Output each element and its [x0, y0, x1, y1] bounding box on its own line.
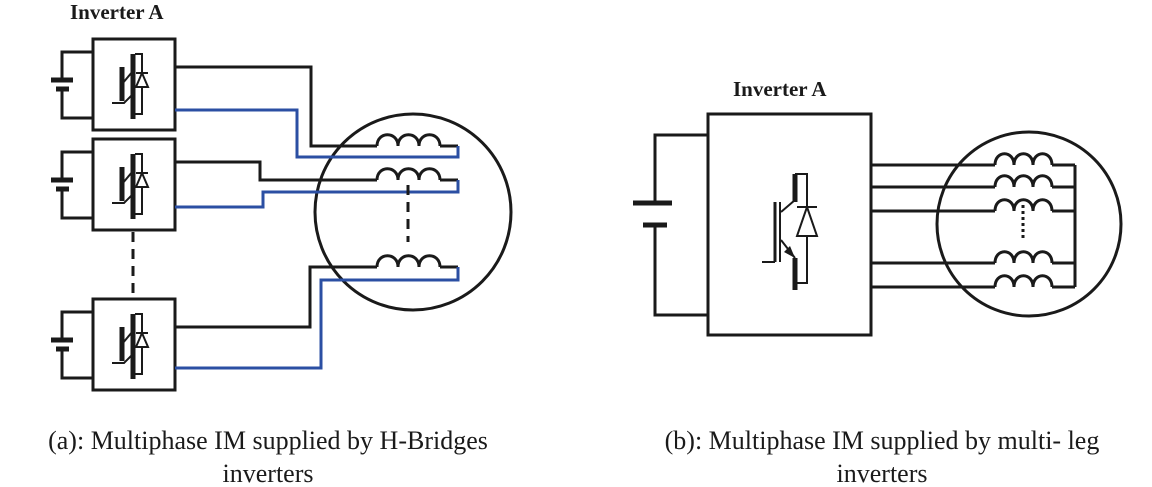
battery-icon: [51, 150, 93, 220]
phase-2-wire: [175, 160, 377, 182]
caption-a-line2: inverters: [223, 459, 314, 487]
igbt-diode-b-icon: [762, 173, 819, 290]
stator-coil-icon: [375, 133, 442, 147]
inverter-box: [91, 137, 177, 232]
stator-coil-icon: [993, 152, 1054, 166]
h-bridge-inverter-2: [51, 137, 177, 232]
igbt-diode-icon: [112, 313, 150, 379]
caption-b-line1: (b): Multiphase IM supplied by multi- le…: [665, 426, 1100, 455]
stator-coil-icon: [375, 167, 442, 181]
phase-1-wire: [175, 65, 377, 148]
battery-b-icon: [633, 133, 708, 317]
diagram-a-title: Inverter A: [70, 0, 164, 24]
stator-coil-icon: [375, 254, 442, 268]
diagram-a-h-bridges: Inverter A (a): Multiphase IM supplied b…: [48, 0, 513, 487]
diagram-b-title: Inverter A: [733, 77, 827, 101]
phase-n-wire: [175, 265, 377, 329]
caption-a-line1: (a): Multiphase IM supplied by H-Bridges: [48, 426, 488, 455]
stator-coil-icon: [993, 250, 1054, 264]
h-bridge-inverter-3: [51, 297, 177, 392]
igbt-diode-icon: [112, 153, 150, 219]
inverter-box: [91, 297, 177, 392]
igbt-diode-icon: [112, 53, 150, 119]
inverter-b-box: [706, 112, 873, 337]
motor-a-circle: [313, 112, 513, 312]
battery-icon: [51, 50, 93, 120]
stator-coil-icon: [993, 174, 1054, 188]
inverter-box: [91, 37, 177, 132]
h-bridge-inverter-1: [51, 37, 177, 132]
phase-n-return-wire: [175, 267, 460, 370]
stator-coil-icon: [993, 198, 1054, 212]
battery-icon: [51, 310, 93, 380]
phase-1-return-wire: [175, 108, 460, 159]
caption-b-line2: inverters: [837, 459, 928, 487]
phase-2-return-wire: [175, 180, 460, 209]
stator-coil-icon: [993, 274, 1054, 288]
diagram-b-multi-leg: Inverter A (b): Multiphase IM supplied b…: [633, 77, 1123, 487]
motor-b-circle: [935, 130, 1123, 318]
